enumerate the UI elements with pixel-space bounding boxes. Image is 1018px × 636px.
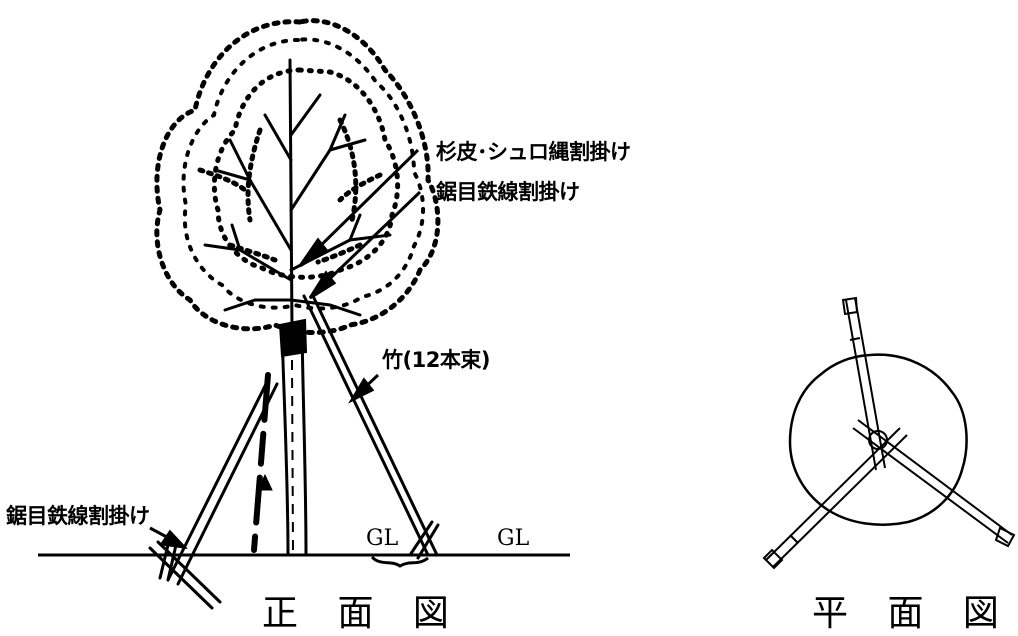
ground-stakes bbox=[148, 520, 440, 610]
callout-bamboo: 竹(12本束) bbox=[382, 348, 490, 372]
plan-pole-top bbox=[841, 296, 886, 471]
plan-pole-bottom-right bbox=[852, 419, 1016, 548]
leader-arrows bbox=[149, 148, 422, 550]
callout-wire-ground: 鋸目鉄線割掛け bbox=[6, 504, 150, 528]
callout-bark-rope: 杉皮･シュロ縄割掛け bbox=[436, 140, 631, 164]
callout-wire-top: 鋸目鉄線割掛け bbox=[436, 180, 580, 204]
plan-canopy-outline bbox=[788, 353, 968, 526]
plan-view-caption: 平 面 図 bbox=[812, 593, 1013, 634]
tree-branches bbox=[203, 58, 392, 332]
plan-pole-bottom-left bbox=[762, 427, 908, 570]
ground-label-center: GL bbox=[366, 526, 399, 551]
front-view-caption: 正 面 図 bbox=[262, 593, 463, 634]
root-ball bbox=[370, 555, 429, 568]
front-view bbox=[38, 18, 570, 610]
tree-canopy bbox=[154, 18, 441, 335]
plan-view bbox=[762, 296, 1016, 570]
ground-label-right: GL bbox=[497, 526, 530, 551]
tree-trunk bbox=[278, 318, 308, 557]
plan-trunk bbox=[868, 430, 888, 450]
